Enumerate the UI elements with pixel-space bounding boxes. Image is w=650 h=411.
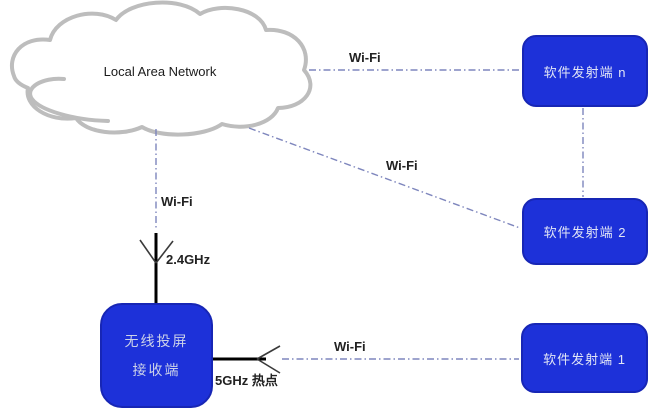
wifi-label-cloud-to-2: Wi-Fi — [386, 158, 418, 173]
link-cloud-to-transmitter-2 — [248, 127, 521, 229]
node-transmitter-n: 软件发射端 n — [522, 35, 648, 107]
antenna-5ghz-icon — [204, 345, 281, 374]
node-transmitter-1: 软件发射端 1 — [521, 323, 648, 393]
wifi-label-receiver-to-1: Wi-Fi — [334, 339, 366, 354]
node-receiver-label-line2: 接收端 — [132, 362, 181, 378]
node-transmitter-2-label: 软件发射端 2 — [543, 225, 627, 240]
wifi-label-cloud-to-n: Wi-Fi — [349, 50, 381, 65]
antenna-2-4ghz-label: 2.4GHz — [166, 252, 211, 267]
antenna-5ghz-hotspot-label: 5GHz 热点 — [215, 373, 278, 388]
node-receiver-label-line1: 无线投屏 — [124, 333, 189, 349]
node-transmitter-n-label: 软件发射端 n — [543, 64, 627, 80]
wifi-label-cloud-to-receiver: Wi-Fi — [161, 194, 193, 209]
node-transmitter-1-label: 软件发射端 1 — [543, 351, 626, 367]
node-receiver: 无线投屏 接收端 — [100, 303, 213, 408]
cloud-inner-curl-icon — [28, 76, 110, 123]
cloud-label: Local Area Network — [103, 64, 217, 79]
node-transmitter-2: 软件发射端 2 — [522, 198, 648, 265]
antenna-2-4ghz-icon — [139, 233, 174, 312]
